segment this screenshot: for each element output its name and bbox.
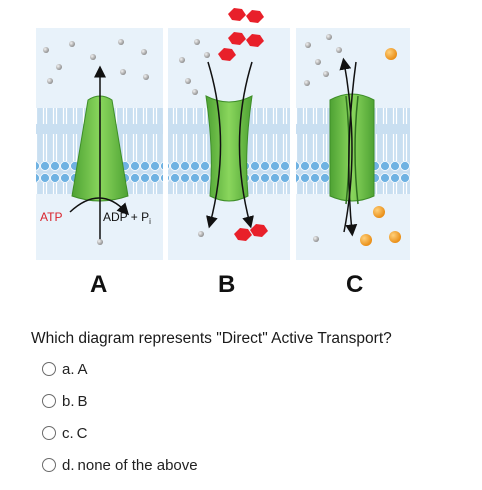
option-a[interactable]: a. A [42, 358, 88, 380]
question-text: Which diagram represents "Direct" Active… [31, 330, 392, 347]
option-label: B [77, 392, 88, 410]
option-b[interactable]: b. B [42, 390, 88, 412]
radio-button[interactable] [42, 394, 56, 408]
solute-molecules-b [179, 39, 210, 237]
orange-molecules-c [360, 48, 401, 246]
option-letter: b. [62, 392, 75, 410]
option-d[interactable]: d. none of the above [42, 454, 198, 476]
panel-a: ATP ADP + Pi A [36, 28, 163, 298]
radio-button[interactable] [42, 362, 56, 376]
solute-molecules-c [304, 34, 342, 242]
solute-molecules-a [43, 39, 149, 245]
transport-diagram-figure: ATP ADP + Pi A B [36, 8, 410, 298]
radio-button[interactable] [42, 458, 56, 472]
option-label: none of the above [77, 456, 198, 474]
red-molecules-b [218, 8, 268, 241]
panel-c: C [296, 28, 410, 298]
option-letter: c. [62, 424, 74, 442]
panel-a-letter: A [90, 271, 107, 298]
panel-b-letter: B [218, 271, 235, 298]
carrier-protein-b [205, 95, 253, 202]
option-letter: d. [62, 456, 75, 474]
panel-b: B [168, 8, 290, 298]
atp-label: ATP [40, 210, 62, 224]
option-letter: a. [62, 360, 75, 378]
option-label: A [77, 360, 88, 378]
adp-label: ADP + Pi [103, 210, 151, 226]
option-c[interactable]: c. C [42, 422, 88, 444]
panel-c-letter: C [346, 271, 363, 298]
radio-button[interactable] [42, 426, 56, 440]
option-label: C [76, 424, 88, 442]
